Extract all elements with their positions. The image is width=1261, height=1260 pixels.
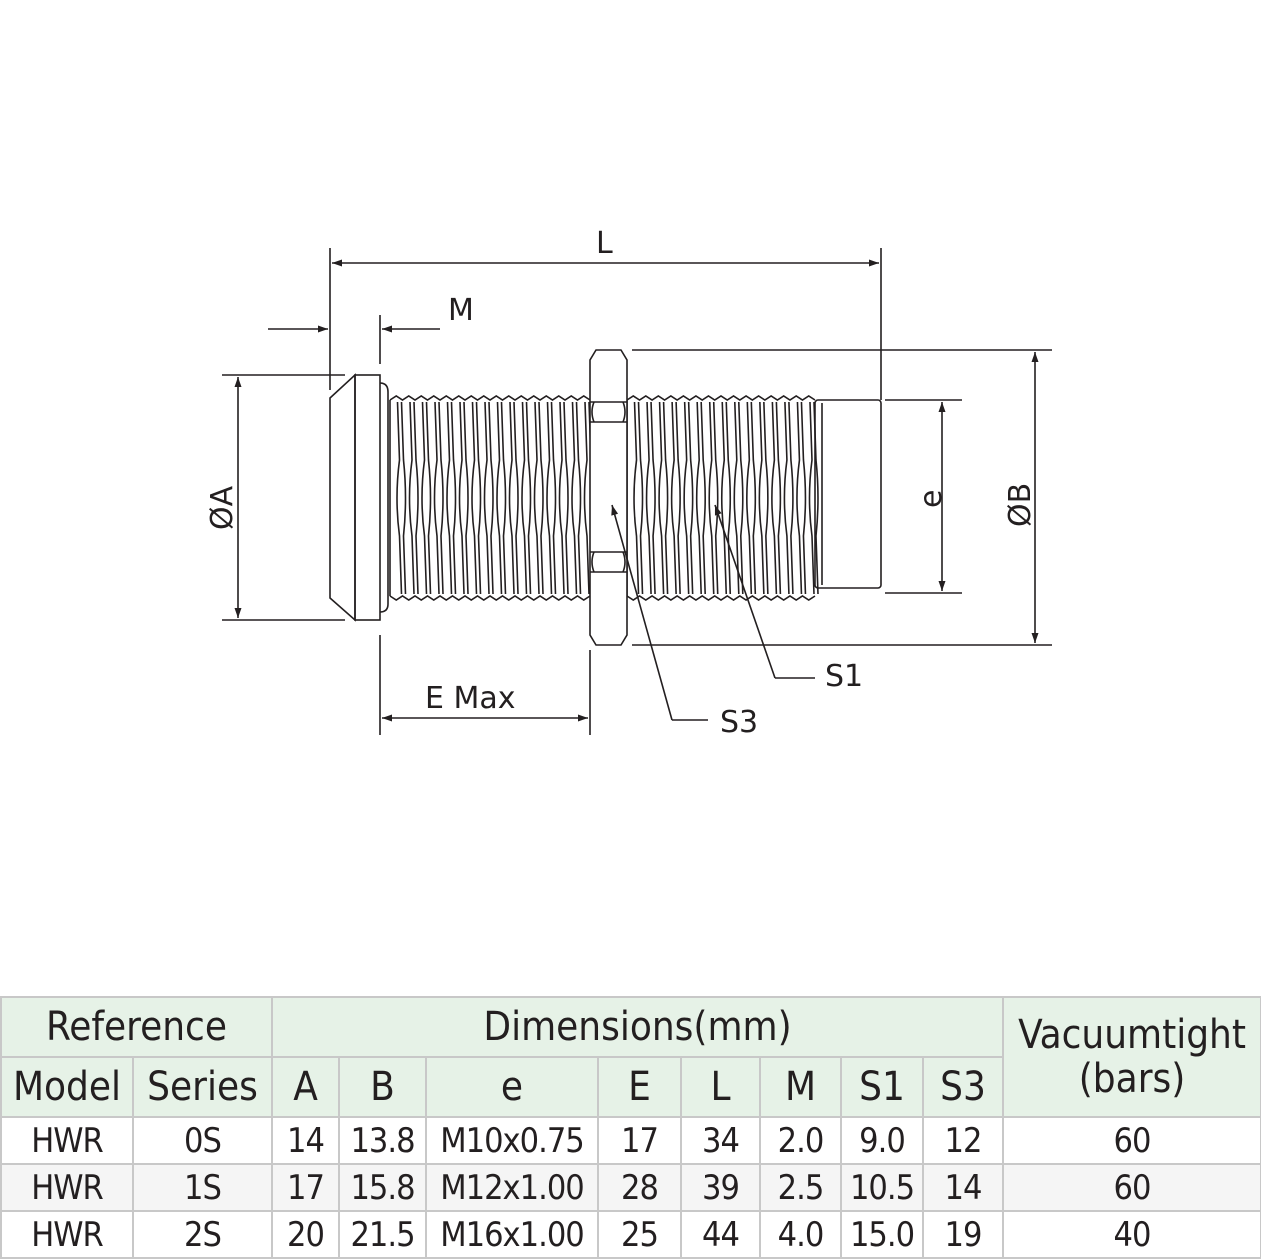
table-cell: 9.0 bbox=[840, 1116, 924, 1165]
table-cell: 2.0 bbox=[759, 1116, 842, 1165]
column-header-a: A bbox=[271, 1056, 340, 1118]
bulkhead-fitting-drawing: L M ØA ØB e E Max S1 S3 bbox=[205, 226, 1052, 740]
leader-S1 bbox=[714, 504, 815, 679]
table-cell: M16x1.00 bbox=[425, 1210, 599, 1259]
column-header-s3: S3 bbox=[921, 1056, 1005, 1118]
table-cell: 15.0 bbox=[840, 1210, 924, 1259]
header-reference: Reference bbox=[0, 996, 273, 1058]
column-header-m: M bbox=[759, 1056, 842, 1118]
flange bbox=[329, 373, 389, 622]
column-header-b: B bbox=[338, 1056, 427, 1118]
threaded-body bbox=[389, 395, 819, 601]
leader-S3 bbox=[611, 504, 708, 721]
column-header-model: Model bbox=[0, 1056, 134, 1118]
table-cell: 17 bbox=[271, 1163, 340, 1212]
thread-segment bbox=[626, 395, 819, 601]
table-cell: HWR bbox=[0, 1210, 134, 1259]
table-cell: 0S bbox=[132, 1116, 273, 1165]
table-cell: 60 bbox=[1002, 1116, 1261, 1165]
dimensions-table: Reference Dimensions(mm) Vacuumtight (ba… bbox=[0, 996, 1261, 1259]
dimension-M bbox=[268, 315, 440, 364]
table-cell: 20 bbox=[271, 1210, 340, 1259]
dimension-e bbox=[885, 399, 962, 594]
table-cell: 2.5 bbox=[759, 1163, 842, 1212]
label-S1: S1 bbox=[825, 659, 863, 694]
table-cell: 28 bbox=[597, 1163, 682, 1212]
table-cell: HWR bbox=[0, 1163, 134, 1212]
label-S3: S3 bbox=[720, 705, 758, 740]
column-header-s1: S1 bbox=[840, 1056, 924, 1118]
label-B: ØB bbox=[1003, 483, 1038, 527]
header-vacuumtight: Vacuumtight (bars) bbox=[1002, 996, 1261, 1118]
dimension-B bbox=[632, 349, 1052, 646]
table-cell: HWR bbox=[0, 1116, 134, 1165]
table-cell: 19 bbox=[921, 1210, 1005, 1259]
table-cell: 1S bbox=[132, 1163, 273, 1212]
dimension-E-max bbox=[379, 635, 591, 735]
column-header-series: Series bbox=[132, 1056, 273, 1118]
table-cell: 34 bbox=[680, 1116, 761, 1165]
header-vacuumtight-line1: Vacuumtight bbox=[1018, 1012, 1246, 1058]
label-M: M bbox=[448, 293, 474, 328]
table-cell: 17 bbox=[597, 1116, 682, 1165]
table-cell: 2S bbox=[132, 1210, 273, 1259]
table-cell: 44 bbox=[680, 1210, 761, 1259]
label-E-max: E Max bbox=[425, 681, 516, 716]
table-cell: 12 bbox=[921, 1116, 1005, 1165]
label-L: L bbox=[596, 226, 613, 261]
table-cell: 60 bbox=[1002, 1163, 1261, 1212]
dimension-A bbox=[222, 374, 345, 621]
header-dimensions: Dimensions(mm) bbox=[270, 996, 1005, 1058]
plain-end bbox=[814, 399, 882, 589]
thread-segment bbox=[389, 395, 594, 601]
table-cell: 14 bbox=[271, 1116, 340, 1165]
table-cell: 10.5 bbox=[840, 1163, 924, 1212]
table-cell: 40 bbox=[1002, 1210, 1261, 1259]
table-cell: M12x1.00 bbox=[425, 1163, 599, 1212]
dimension-L bbox=[329, 248, 882, 400]
column-header-e: E bbox=[597, 1056, 682, 1118]
hex-nut bbox=[589, 349, 628, 646]
label-A: ØA bbox=[205, 485, 240, 530]
table-cell: 25 bbox=[597, 1210, 682, 1259]
table-cell: M10x0.75 bbox=[425, 1116, 599, 1165]
table-cell: 14 bbox=[921, 1163, 1005, 1212]
table-cell: 4.0 bbox=[759, 1210, 842, 1259]
table-cell: 13.8 bbox=[338, 1116, 427, 1165]
table-cell: 21.5 bbox=[338, 1210, 427, 1259]
column-header-l: L bbox=[680, 1056, 761, 1118]
table-cell: 15.8 bbox=[338, 1163, 427, 1212]
label-e: e bbox=[914, 490, 949, 508]
header-vacuumtight-line2: (bars) bbox=[1078, 1056, 1186, 1102]
column-header-e: e bbox=[425, 1056, 599, 1118]
table-cell: 39 bbox=[680, 1163, 761, 1212]
